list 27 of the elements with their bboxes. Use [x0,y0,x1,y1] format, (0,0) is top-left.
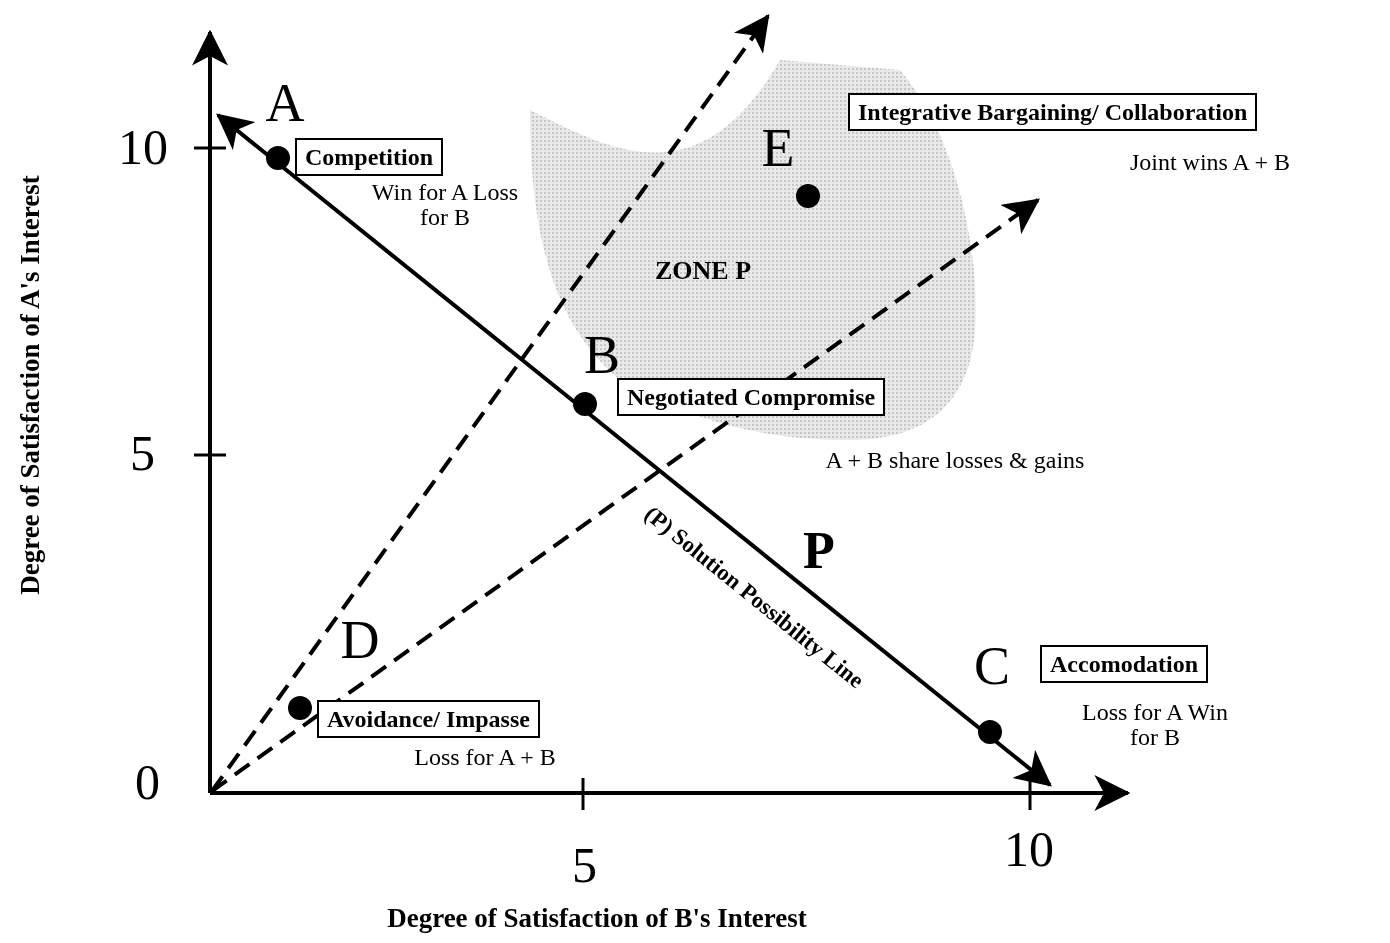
data-point-dot [978,720,1002,744]
data-point-dot [266,146,290,170]
label-box: Avoidance/ Impasse [317,700,540,738]
outcome-note: A + B share losses & gains [824,448,1086,474]
point-letter: C [973,638,1011,695]
line-letter: P [803,525,835,577]
outcome-note: Loss for A + B [413,745,557,771]
data-point-dot [288,696,312,720]
tick-label: 10 [118,122,168,172]
data-point-dot [573,392,597,416]
point-letter: E [760,120,796,177]
axis-title: Degree of Satisfaction of B's Interest [387,905,807,932]
point-letter: A [264,75,306,132]
tick-label: 5 [572,840,597,890]
point-letter: D [339,612,381,669]
tick-label: 0 [135,757,160,807]
outcome-note: Loss for A Win for B [1081,700,1229,751]
label-box: Competition [295,138,443,176]
axis-title: Degree of Satisfaction of A's Interest [16,175,44,595]
tick-label: 10 [1004,824,1054,874]
label-box: Accomodation [1040,645,1208,683]
outcome-note: Win for A Loss for B [370,180,520,231]
label-box: Negotiated Compromise [617,378,886,416]
outcome-note: Joint wins A + B [1128,150,1292,176]
label-box: Integrative Bargaining/ Collaboration [848,93,1258,131]
tick-label: 5 [130,428,155,478]
zone-label: ZONE P [655,258,752,284]
